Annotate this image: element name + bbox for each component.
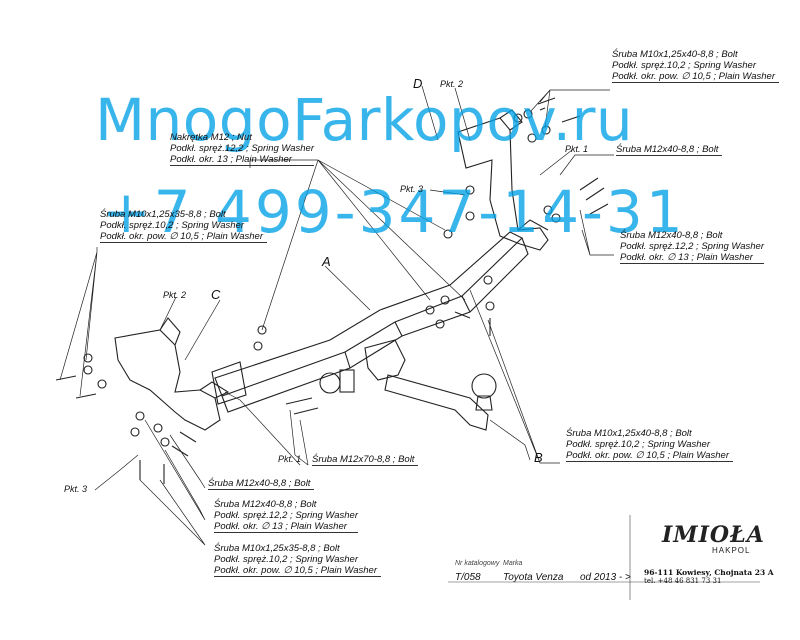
catalog-header: Nr katalogowy <box>455 560 500 567</box>
label-right-m12-group: Śruba M12x40-8,8 ; Bolt Podkł. spręż.12,… <box>620 230 764 264</box>
pkt3-top: Pkt. 3 <box>400 184 424 194</box>
letter-a: A <box>322 254 331 269</box>
bracket-d <box>457 117 549 251</box>
company-address: 96-111 Kowiesy, Chojnata 23 A <box>644 568 774 577</box>
ball-mount-plate <box>364 339 406 381</box>
label-bottom-m12-group: Śruba M12x40-8,8 ; Bolt Podkł. spręż.12,… <box>214 499 358 533</box>
company-sub: HAKPOL <box>712 546 751 555</box>
label-bottom-right-group: Śruba M10x1,25x40-8,8 ; Bolt Podkł. sprę… <box>566 428 733 462</box>
bolts-top-right <box>513 97 609 223</box>
drawbar <box>384 374 489 431</box>
socket <box>319 372 341 394</box>
label-bottom-m12: Śruba M12x40-8,8 ; Bolt <box>208 478 315 490</box>
label-m12x70: Śruba M12x70-8,8 ; Bolt <box>312 454 419 466</box>
brand-header: Marka <box>503 560 523 567</box>
bolts-center <box>253 185 495 415</box>
letter-b: B <box>534 450 543 465</box>
pkt3-left: Pkt. 3 <box>64 484 88 494</box>
pkt1-top: Pkt. 1 <box>565 144 589 154</box>
catalog-no: T/058 <box>455 572 481 583</box>
cross-beam <box>214 231 523 397</box>
label-nut-group: Nakrętka M12 ; Nut Podkł. spręż.12,2 ; S… <box>170 132 314 166</box>
label-top-right-m12: Śruba M12x40-8,8 ; Bolt <box>616 144 723 156</box>
bolts-left <box>55 353 197 484</box>
company-phone: tel. +48 46 831 73 31 <box>644 577 722 585</box>
letter-c: C <box>211 287 221 302</box>
pkt2-left: Pkt. 2 <box>163 290 187 300</box>
letter-d: D <box>413 76 423 91</box>
watermark-phone: +7 499-347-14-31 <box>102 178 686 246</box>
pkt1-bottom: Pkt. 1 <box>278 454 302 464</box>
pkt2-top: Pkt. 2 <box>440 79 464 89</box>
left-end-plate <box>211 361 247 405</box>
watermark-site: MnogoFarkopov.ru <box>95 86 634 154</box>
brand: Toyota Venza <box>503 572 564 583</box>
tow-ball <box>471 373 497 399</box>
label-top-right-bolt: Śruba M10x1,25x40-8,8 ; Bolt Podkł. sprę… <box>612 49 779 83</box>
year: od 2013 - > <box>580 572 631 583</box>
label-bottom-m10-group: Śruba M10x1,25x35-8,8 ; Bolt Podkł. sprę… <box>214 543 381 577</box>
company-logo: IMIOŁA <box>662 522 765 548</box>
label-left-m10-group: Śruba M10x1,25x35-8,8 ; Bolt Podkł. sprę… <box>100 209 267 243</box>
bracket-c <box>114 329 221 431</box>
